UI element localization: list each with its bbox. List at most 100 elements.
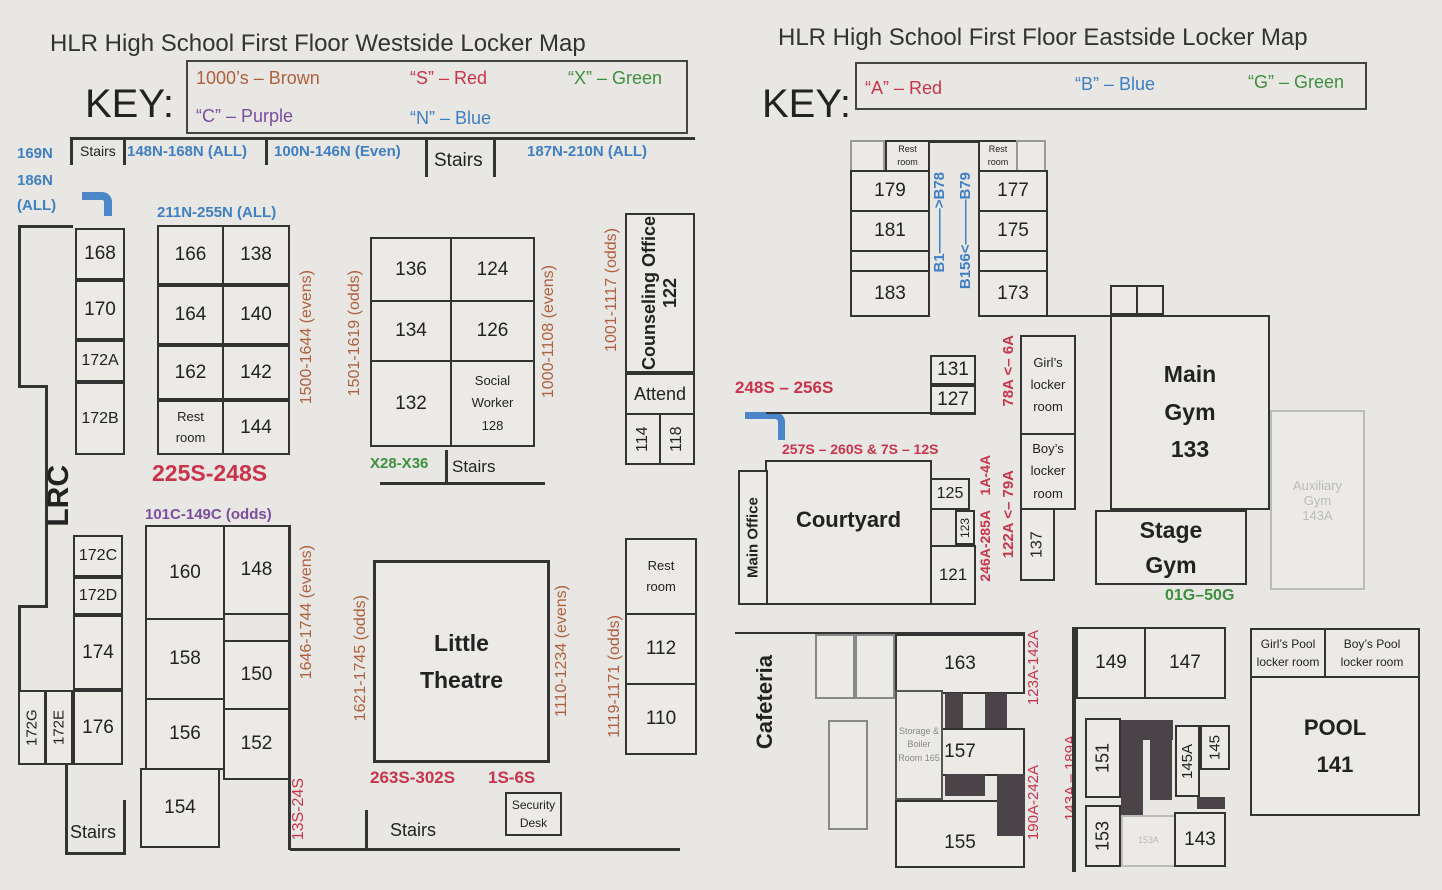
room-storage-165: Storage & Boiler Room 165 bbox=[895, 690, 943, 800]
room-lrc: LRC bbox=[42, 465, 75, 527]
room-156: 156 bbox=[145, 698, 225, 770]
locker-label: 1500-1644 (evens) bbox=[298, 270, 315, 405]
arrow-icon bbox=[82, 192, 112, 216]
room-148: 148 bbox=[223, 525, 290, 615]
room-172e: 172E bbox=[45, 690, 73, 765]
room-112: 112 bbox=[625, 613, 697, 685]
room-small bbox=[1016, 140, 1046, 172]
room-170: 170 bbox=[75, 280, 125, 340]
locker-label: 248S – 256S bbox=[735, 378, 834, 397]
key-red: “A” – Red bbox=[865, 78, 943, 98]
room-136: 136 bbox=[370, 237, 452, 302]
room-162: 162 bbox=[157, 345, 224, 400]
room-163: 163 bbox=[895, 634, 1025, 694]
locker-block bbox=[1143, 720, 1173, 740]
room-142: 142 bbox=[222, 345, 290, 400]
room-127: 127 bbox=[930, 385, 976, 415]
wall bbox=[45, 385, 48, 605]
room-150: 150 bbox=[223, 640, 290, 710]
arrow-icon bbox=[745, 412, 785, 440]
locker-label: 1A-4A bbox=[977, 455, 993, 496]
room-124: 124 bbox=[450, 237, 535, 302]
wall bbox=[65, 852, 125, 855]
locker-label: 190A-242A bbox=[1025, 765, 1042, 841]
locker-label: B1———>B78 bbox=[931, 172, 948, 273]
locker-block bbox=[945, 774, 985, 796]
wall bbox=[425, 137, 428, 177]
room-172b: 172B bbox=[75, 382, 125, 455]
stairs-label: Stairs bbox=[80, 143, 116, 159]
wall bbox=[766, 412, 976, 414]
locker-label: 143A – 189A bbox=[1062, 735, 1079, 821]
key-brown: 1000’s – Brown bbox=[196, 68, 320, 88]
key-green: “X” – Green bbox=[568, 68, 663, 88]
room-137: 137 bbox=[1020, 508, 1055, 581]
stairs-label: Stairs bbox=[390, 820, 437, 840]
wall bbox=[1072, 627, 1076, 872]
locker-label: B156<———B79 bbox=[957, 172, 974, 290]
east-key-label: KEY: bbox=[762, 82, 851, 126]
room-179: 179 bbox=[850, 170, 930, 212]
room-main-office: Main Office bbox=[738, 470, 768, 605]
room-174: 174 bbox=[73, 615, 123, 690]
locker-label: 225S-248S bbox=[152, 460, 268, 486]
room-166: 166 bbox=[157, 225, 224, 285]
locker-label: 01G–50G bbox=[1165, 587, 1235, 604]
room-183: 183 bbox=[850, 270, 930, 317]
locker-label: 13S-24S bbox=[290, 778, 307, 841]
key-blue: “N” – Blue bbox=[410, 108, 492, 128]
room-boys-pool-locker-room: Boy’s Pool locker room bbox=[1324, 628, 1420, 678]
locker-label: (ALL) bbox=[17, 197, 57, 214]
locker-label: 1110-1234 (evens) bbox=[553, 585, 570, 717]
locker-label: 1646-1744 (evens) bbox=[298, 545, 315, 680]
key-purple: “C” – Purple bbox=[196, 106, 294, 126]
room-145: 145 bbox=[1200, 725, 1230, 770]
room-132: 132 bbox=[370, 360, 452, 447]
wall bbox=[70, 137, 695, 140]
room-168: 168 bbox=[75, 228, 125, 280]
room-145a: 145A bbox=[1175, 725, 1200, 797]
room-girls-locker-room: Girl’s locker room bbox=[1020, 335, 1076, 435]
locker-label: 257S – 260S & 7S – 12S bbox=[782, 441, 939, 457]
locker-block bbox=[1121, 720, 1143, 815]
room-attend: Attend bbox=[625, 373, 695, 415]
room-153: 153 bbox=[1085, 805, 1121, 867]
room-131: 131 bbox=[930, 355, 976, 385]
key-red: “S” – Red bbox=[410, 68, 488, 88]
room-security-desk: Security Desk bbox=[505, 792, 562, 836]
locker-label: 169N bbox=[17, 145, 53, 162]
room-164: 164 bbox=[157, 285, 224, 345]
locker-label: 123A-142A bbox=[1025, 630, 1042, 706]
room-main-gym-133: Main Gym 133 bbox=[1110, 315, 1270, 510]
locker-block bbox=[997, 774, 1025, 836]
locker-block bbox=[1197, 797, 1225, 809]
wall bbox=[735, 632, 1025, 634]
wall bbox=[18, 385, 48, 388]
wall bbox=[123, 800, 126, 855]
locker-label: 246A-285A bbox=[977, 510, 993, 582]
locker-label: 101C-149C (odds) bbox=[145, 506, 272, 523]
wall bbox=[445, 450, 448, 485]
wall bbox=[18, 225, 21, 385]
room-149: 149 bbox=[1076, 627, 1146, 699]
wall bbox=[493, 137, 496, 177]
room-125: 125 bbox=[930, 478, 970, 510]
room-small bbox=[850, 140, 885, 172]
room-126: 126 bbox=[450, 300, 535, 362]
room-boys-locker-room: Boy’s locker room bbox=[1020, 433, 1076, 510]
room-154: 154 bbox=[140, 768, 220, 848]
room-140: 140 bbox=[222, 285, 290, 345]
locker-block bbox=[1150, 740, 1172, 800]
wall bbox=[123, 137, 126, 165]
room-152: 152 bbox=[223, 708, 290, 780]
room-121: 121 bbox=[930, 545, 976, 605]
room-138: 138 bbox=[222, 225, 290, 285]
wall bbox=[18, 225, 73, 228]
wall bbox=[18, 605, 48, 608]
room-small bbox=[1110, 285, 1138, 315]
locker-label: 263S-302S bbox=[370, 768, 456, 787]
room-151: 151 bbox=[1085, 718, 1121, 798]
room-114: 114 bbox=[625, 413, 661, 465]
room-134: 134 bbox=[370, 300, 452, 362]
room-loading-dock bbox=[828, 720, 868, 830]
